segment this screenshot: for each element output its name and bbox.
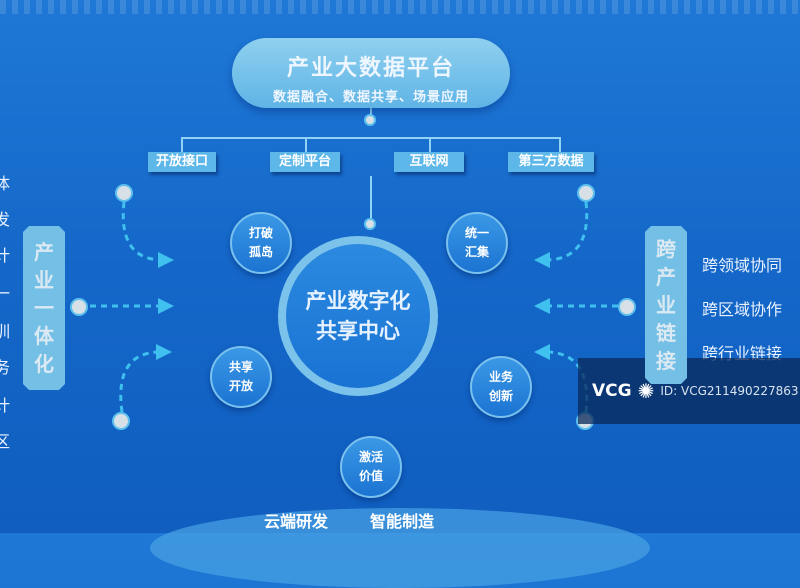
panel-char: 接 — [656, 349, 676, 373]
panel-char: 化 — [34, 352, 54, 376]
sat-text: 共享 — [228, 360, 253, 374]
right-item-cross-region: 跨区域协作 — [702, 300, 783, 319]
connector-dot — [115, 184, 133, 202]
sat-text: 孤岛 — [248, 245, 273, 259]
watermark-burst-icon: ✺ — [637, 379, 655, 403]
connector-dot — [112, 412, 130, 430]
left-partial-text: 务 — [0, 358, 11, 377]
left-partial-text: 区 — [0, 432, 11, 451]
left-partial-text: 计 — [0, 246, 11, 265]
panel-char: 产 — [34, 240, 54, 264]
connector-dot — [618, 298, 636, 316]
industry-data-platform: 产业大数据平台 数据融合、数据共享、场景应用 — [232, 38, 510, 108]
left-partial-text: 训 — [0, 322, 11, 341]
watermark: VCG ✺ ID: VCG211490227863 — [578, 358, 800, 424]
connector-dot — [577, 184, 595, 202]
satellite-activate-value: 激活价值 — [340, 436, 402, 498]
platform-title: 产业大数据平台 — [286, 56, 455, 81]
satellite-share-open: 共享开放 — [210, 346, 272, 408]
left-partial-text: 计 — [0, 396, 11, 415]
sat-text: 创新 — [488, 389, 513, 403]
panel-char: 业 — [34, 268, 54, 292]
sat-text: 业务 — [488, 370, 513, 384]
sat-text: 开放 — [228, 379, 253, 393]
digital-sharing-center: 产业数字化 共享中心 — [278, 236, 438, 396]
sat-text: 统一 — [464, 226, 489, 240]
satellite-unify-collect: 统一汇集 — [446, 212, 508, 274]
center-line-1: 产业数字化 — [305, 289, 411, 313]
satellite-break-silos: 打破孤岛 — [230, 212, 292, 274]
left-partial-text: 发 — [0, 210, 11, 229]
bottom-label-cloud-rd: 云端研发 — [264, 512, 329, 531]
platform-subtitle: 数据融合、数据共享、场景应用 — [272, 90, 469, 105]
center-line-2: 共享中心 — [316, 319, 400, 343]
sat-text: 汇集 — [464, 245, 489, 259]
left-partial-text: 体 — [0, 174, 11, 193]
connector-dot — [364, 114, 376, 126]
sat-text: 打破 — [248, 226, 273, 240]
panel-char: 产 — [656, 265, 676, 289]
channel-internet: 互联网 — [394, 152, 464, 172]
left-partial-text: 一 — [0, 284, 11, 303]
sat-text: 价值 — [358, 469, 383, 483]
panel-char: 业 — [656, 293, 676, 317]
decorative-band — [0, 0, 800, 14]
panel-char: 一 — [34, 296, 54, 320]
right-item-cross-domain: 跨领域协同 — [702, 256, 783, 275]
satellite-business-innovation: 业务创新 — [470, 356, 532, 418]
sat-text: 激活 — [358, 450, 383, 464]
industry-integration-panel: 产 业 一 体 化 — [23, 226, 65, 390]
panel-char: 体 — [34, 324, 54, 348]
bottom-label-smart-manufacturing: 智能制造 — [370, 512, 435, 531]
panel-char: 链 — [656, 321, 676, 345]
watermark-logo: VCG — [592, 381, 632, 401]
channel-third-party-data: 第三方数据 — [508, 152, 594, 172]
connector-dot — [364, 218, 376, 230]
watermark-id: ID: VCG211490227863 — [660, 384, 799, 398]
panel-char: 跨 — [656, 237, 676, 261]
channel-open-api: 开放接口 — [148, 152, 216, 172]
connector-dot — [70, 298, 88, 316]
channel-custom-platform: 定制平台 — [270, 152, 340, 172]
cross-industry-link-panel: 跨 产 业 链 接 — [645, 226, 687, 384]
